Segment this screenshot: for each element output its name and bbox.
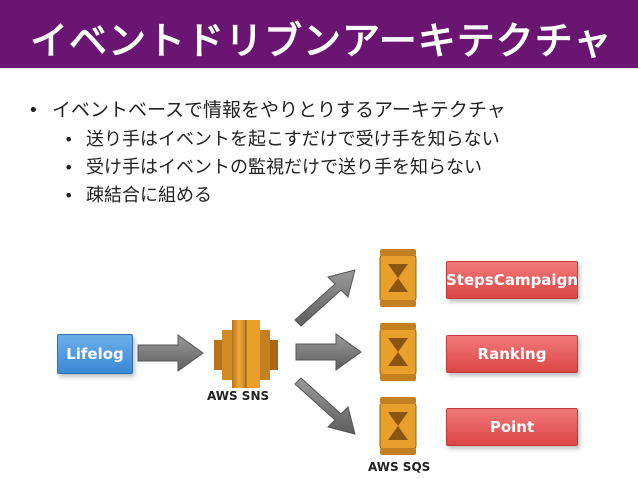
bullet-sub-text: 受け手はイベントの監視だけで送り手を知らない	[86, 157, 482, 178]
target-box-point: Point	[446, 408, 578, 446]
bullet-sub-2: • 受け手はイベントの監視だけで送り手を知らない	[64, 153, 628, 179]
bullet-dot: •	[64, 158, 74, 177]
slide-title: イベントドリブンアーキテクチャ	[30, 19, 613, 63]
target-box-ranking: Ranking	[446, 335, 578, 373]
gray-arrow-icon	[294, 377, 356, 435]
bullet-sub-text: 疎結合に組める	[86, 185, 212, 206]
bullet-dot: •	[64, 186, 74, 205]
sns-caption: AWS SNS	[207, 389, 270, 403]
bullet-main: • イベントベースで情報をやりとりするアーキテクチャ	[28, 95, 628, 122]
title-bar: イベントドリブンアーキテクチャ	[0, 0, 638, 68]
sqs-caption: AWS SQS	[368, 460, 431, 474]
bullet-main-text: イベントベースで情報をやりとりするアーキテクチャ	[52, 99, 506, 121]
bullet-list: • イベントベースで情報をやりとりするアーキテクチャ • 送り手はイベントを起こ…	[28, 95, 628, 209]
aws-sns-icon	[214, 320, 278, 388]
gray-arrow-icon	[137, 334, 204, 372]
aws-sqs-icon	[379, 323, 417, 381]
aws-sqs-icon	[379, 249, 417, 307]
bullet-dot: •	[28, 100, 39, 121]
gray-arrow-icon	[294, 269, 356, 327]
gray-arrow-icon	[295, 333, 362, 371]
target-box-stepscampaign: StepsCampaign	[446, 261, 578, 299]
bullet-sub-text: 送り手はイベントを起こすだけで受け手を知らない	[86, 129, 500, 150]
bullet-sub-3: • 疎結合に組める	[64, 181, 628, 207]
aws-sqs-icon	[379, 397, 417, 455]
bullet-sub-1: • 送り手はイベントを起こすだけで受け手を知らない	[64, 125, 628, 151]
bullet-dot: •	[64, 130, 74, 149]
lifelog-box: Lifelog	[57, 334, 133, 374]
